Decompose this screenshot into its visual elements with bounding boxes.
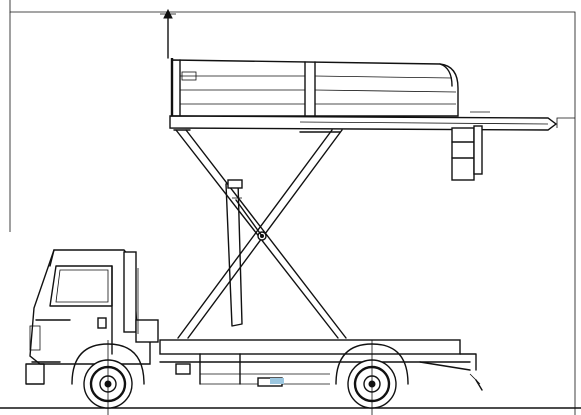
truck-cab <box>25 249 159 385</box>
front-wheel <box>71 340 145 415</box>
scissor-mechanism <box>173 129 347 339</box>
antenna <box>160 8 176 59</box>
cargo-body <box>170 58 459 126</box>
hydraulic-cylinder <box>225 179 263 327</box>
chassis <box>159 339 483 391</box>
platform-deck <box>169 111 558 131</box>
access-ladder <box>451 125 483 181</box>
rear-wheel <box>335 340 409 415</box>
frame-lines <box>9 0 576 415</box>
